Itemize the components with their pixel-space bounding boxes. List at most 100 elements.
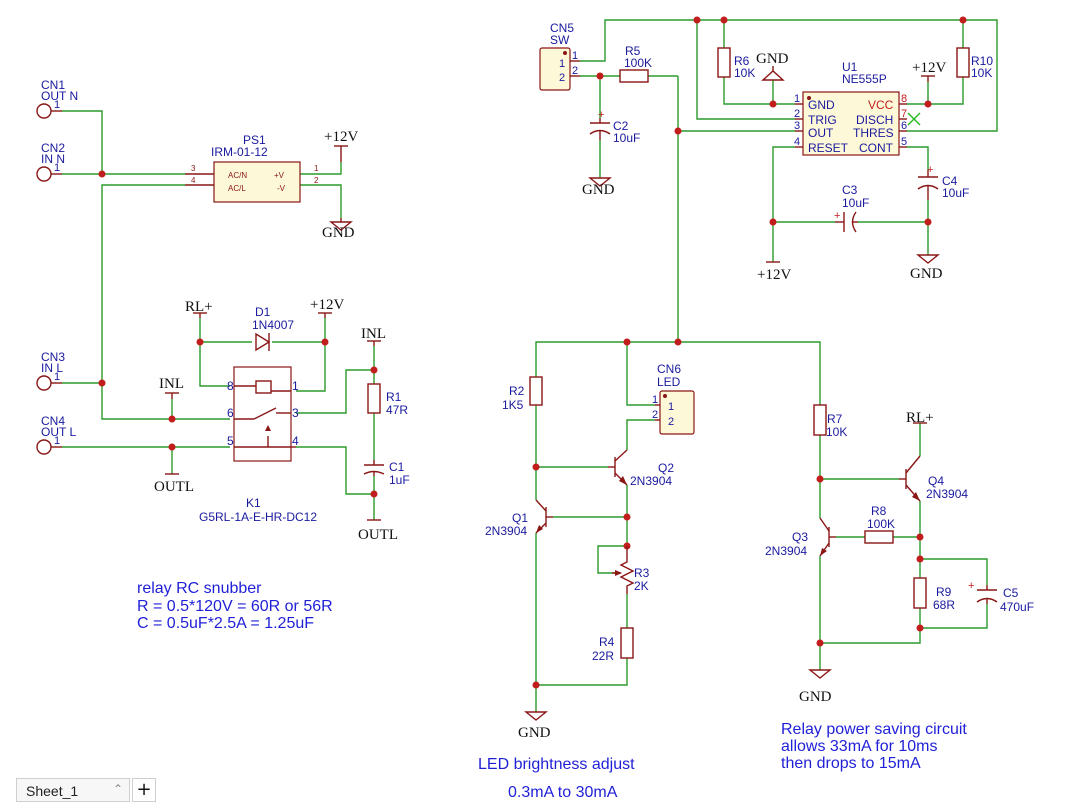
svg-text:VCC: VCC [868, 98, 894, 112]
resistor-r4[interactable]: R4 22R [592, 627, 634, 663]
svg-text:OUT L: OUT L [41, 425, 76, 439]
svg-text:GND: GND [799, 689, 832, 705]
svg-text:1: 1 [314, 164, 319, 173]
junction [924, 100, 932, 108]
svg-text:CN3: CN3 [41, 350, 65, 364]
svg-text:1uF: 1uF [389, 473, 410, 487]
svg-text:DISCH: DISCH [856, 113, 893, 127]
svg-text:10K: 10K [734, 66, 755, 80]
svg-text:LED: LED [657, 375, 681, 389]
capacitor-c4[interactable]: + C4 10uF [917, 164, 969, 200]
junction [924, 218, 932, 226]
svg-text:INL: INL [159, 376, 184, 392]
svg-text:2: 2 [668, 416, 674, 428]
capacitor-c3[interactable]: + C3 10uF [834, 183, 869, 233]
capacitor-c2[interactable]: + C2 10uF [589, 109, 640, 145]
svg-text:OUTL: OUTL [154, 479, 194, 495]
svg-text:2N3904: 2N3904 [485, 524, 527, 538]
svg-text:10K: 10K [971, 66, 992, 80]
connector-cn5[interactable]: CN5 SW 1 2 1 2 [539, 21, 580, 91]
svg-text:INL: INL [361, 326, 386, 342]
sheet-tab-active[interactable]: Sheet_1 ⌃ [16, 778, 130, 802]
svg-text:C1: C1 [389, 460, 405, 474]
connector-cn2[interactable]: CN2 IN N 1 [36, 141, 65, 182]
power-rlplus-d1: RL+ [185, 299, 213, 318]
svg-text:5: 5 [901, 136, 907, 148]
relay-k1[interactable]: 8 1 6 3 5 4 K1 G5RL-1A-E-HR-DC12 [199, 366, 317, 524]
svg-text:G5RL-1A-E-HR-DC12: G5RL-1A-E-HR-DC12 [199, 510, 317, 524]
svg-text:1: 1 [652, 394, 658, 406]
resistor-r5[interactable]: R5 100K [619, 44, 652, 83]
svg-text:C5: C5 [1003, 586, 1019, 600]
svg-text:6: 6 [227, 406, 234, 420]
svg-text:R10: R10 [971, 54, 993, 68]
potentiometer-r3[interactable]: R3 2K [612, 546, 650, 594]
svg-text:relay RC snubber: relay RC snubber [137, 580, 262, 597]
svg-text:GND: GND [910, 266, 943, 282]
connector-cn4[interactable]: CN4 OUT L 1 [36, 414, 76, 455]
svg-text:Q4: Q4 [928, 474, 944, 488]
junction [769, 100, 777, 108]
junction [623, 513, 631, 521]
junction [168, 443, 176, 451]
svg-text:100K: 100K [624, 56, 652, 70]
svg-text:OUT: OUT [808, 126, 834, 140]
resistor-r1[interactable]: R1 47R [367, 383, 408, 417]
svg-text:10K: 10K [826, 425, 847, 439]
junction [674, 338, 682, 346]
resistor-r10[interactable]: R10 10K [956, 47, 993, 80]
svg-text:2K: 2K [634, 579, 649, 593]
note-led: LED brightness adjust 0.3mA to 30mA [478, 756, 635, 801]
junction [196, 338, 204, 346]
svg-text:2: 2 [559, 72, 565, 84]
resistor-r2[interactable]: R2 1K5 [502, 376, 543, 412]
svg-text:10uF: 10uF [942, 186, 969, 200]
transistor-q2[interactable]: Q2 2N3904 [608, 449, 674, 488]
junction [98, 379, 106, 387]
power-12v-ps1: +12V [324, 129, 358, 162]
svg-text:LED brightness adjust: LED brightness adjust [478, 756, 635, 773]
resistor-r7[interactable]: R7 10K [813, 404, 847, 439]
resistor-r8[interactable]: R8 100K [864, 504, 895, 544]
svg-text:C = 0.5uF*2.5A = 1.25uF: C = 0.5uF*2.5A = 1.25uF [137, 615, 314, 632]
junction [674, 127, 682, 135]
resistor-r9[interactable]: R9 68R [913, 577, 955, 612]
junction [532, 681, 540, 689]
add-sheet-button[interactable]: + [132, 778, 156, 802]
junction [959, 16, 967, 24]
svg-text:+V: +V [274, 171, 285, 180]
svg-text:1: 1 [668, 401, 674, 413]
connector-cn1[interactable]: CN1 OUT N 1 [36, 78, 78, 119]
power-12v-d1: +12V [310, 297, 344, 318]
svg-text:IN L: IN L [41, 361, 63, 375]
svg-text:AC/N: AC/N [228, 171, 247, 180]
svg-text:10uF: 10uF [842, 196, 869, 210]
svg-text:7: 7 [901, 108, 907, 120]
resistor-r6[interactable]: R6 10K [717, 47, 755, 80]
svg-text:4: 4 [794, 136, 800, 148]
svg-text:SW: SW [550, 33, 570, 47]
svg-text:1: 1 [292, 379, 299, 393]
svg-text:+: + [927, 164, 933, 176]
connector-cn3[interactable]: CN3 IN L 1 [36, 350, 65, 391]
power-supply-ps1[interactable]: PS1 IRM-01-12 3 4 1 2 AC/N AC/L +V -V [185, 133, 319, 203]
capacitor-c1[interactable]: C1 1uF [363, 460, 410, 487]
svg-text:C3: C3 [842, 183, 858, 197]
transistor-q4[interactable]: Q4 2N3904 [899, 455, 968, 502]
junction [623, 338, 631, 346]
ic-u1-ne555[interactable]: U1 NE555P 1 2 3 4 8 7 6 5 GND TRIG OUT R… [794, 60, 907, 156]
transistor-q3[interactable]: Q3 2N3904 [765, 517, 836, 558]
svg-text:R1: R1 [386, 390, 402, 404]
svg-text:OUT N: OUT N [41, 89, 78, 103]
gnd-led: GND [518, 711, 551, 741]
svg-text:1: 1 [54, 99, 60, 111]
capacitor-c5[interactable]: + C5 470uF [968, 580, 1034, 614]
svg-text:470uF: 470uF [1000, 600, 1034, 614]
transistor-q1[interactable]: Q1 2N3904 [485, 499, 553, 538]
diode-d1[interactable]: D1 1N4007 [252, 305, 294, 352]
connector-cn6[interactable]: CN6 LED 1 2 1 2 [652, 362, 695, 435]
svg-text:1: 1 [559, 58, 565, 70]
gnd-ps1: GND [322, 218, 355, 241]
svg-text:CN1: CN1 [41, 78, 65, 92]
